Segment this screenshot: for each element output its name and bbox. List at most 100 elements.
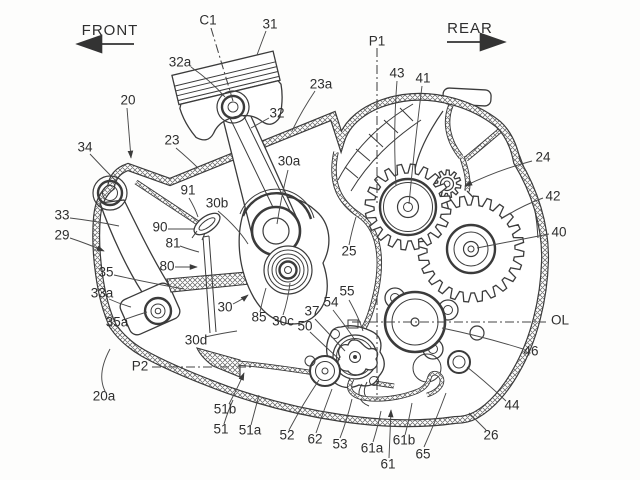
pump-sprocket-hub (315, 361, 335, 381)
ref-label-30d: 30d (185, 333, 208, 348)
dome-rib (414, 110, 444, 170)
lever-paddle-inner (198, 217, 216, 231)
ref-label-FRONT: FRONT (82, 22, 139, 39)
journal-ring (267, 249, 309, 291)
ref-label-55: 55 (339, 284, 354, 299)
pivot-boss-34 (92, 175, 128, 211)
shift-rod-80-81 (202, 235, 217, 334)
ref-label-33a: 33a (91, 286, 114, 301)
ref-label-23a: 23a (310, 77, 333, 92)
ref-label-61: 61 (380, 457, 395, 472)
leader-lines (69, 30, 550, 459)
lever-paddle-91 (193, 212, 221, 236)
ref-label-42: 42 (545, 189, 560, 204)
ref-label-24: 24 (535, 150, 551, 165)
wrist-pin-boss (216, 90, 250, 124)
ref-label-51b: 51b (214, 402, 237, 417)
crankshaft (239, 188, 315, 295)
ref-label-35: 35 (98, 265, 113, 280)
ref-label-20: 20 (120, 93, 135, 108)
lower-boss-35a-pin (154, 307, 162, 315)
ref-label-40: 40 (551, 225, 566, 240)
ref-label-30a: 30a (278, 154, 301, 169)
big-end-outer-arc2 (239, 188, 315, 219)
ref-label-32: 32 (269, 106, 284, 121)
big-end-outer-arc (241, 192, 313, 220)
ref-label-34: 34 (77, 140, 93, 155)
pump-center-dot (353, 355, 357, 359)
ref-label-90: 90 (152, 220, 167, 235)
lower-boss-35a (143, 296, 173, 326)
upper-gear-ring-inner (383, 182, 433, 232)
ref-label-23: 23 (164, 133, 179, 148)
pump-bolt (369, 376, 379, 386)
centerlines (152, 27, 546, 400)
oil-pump-assembly (304, 319, 385, 407)
ref-label-30: 30 (217, 300, 232, 315)
ref-label-62: 62 (307, 432, 322, 447)
crank-pin (262, 217, 290, 245)
ref-label-29: 29 (54, 228, 69, 243)
journal-core-85 (278, 260, 298, 280)
direction-arrows (75, 32, 507, 54)
ref-label-P2: P2 (132, 359, 149, 374)
ladder-arc-inner (350, 119, 422, 192)
ref-label-32a: 32a (169, 55, 192, 70)
ref-label-31: 31 (262, 17, 277, 32)
ladder-rungs (344, 107, 414, 179)
ref-label-91: 91 (180, 183, 195, 198)
large-gear-center (467, 245, 475, 253)
ref-label-80: 80 (159, 259, 174, 274)
upper-gear-41-43 (364, 163, 452, 251)
journal-ring (271, 253, 305, 287)
ref-label-61b: 61b (393, 433, 416, 448)
plug-boss-bore (452, 355, 466, 369)
ref-label-41: 41 (415, 71, 430, 86)
ref-label-REAR: REAR (447, 20, 493, 37)
cylinder-axis-C1 (210, 27, 234, 102)
journal-ring (275, 257, 301, 283)
plug-boss-44 (447, 350, 471, 374)
pump-bolt (330, 329, 340, 339)
ladder-arc-outer (337, 103, 414, 181)
pivot-boss-34-bore (102, 185, 118, 201)
ref-label-35a: 35a (106, 315, 129, 330)
ref-label-37: 37 (304, 304, 319, 319)
large-gear-hub-ring (445, 223, 497, 275)
ref-label-43: 43 (389, 66, 404, 81)
ref-label-44: 44 (504, 398, 520, 413)
pump-top-bolt (347, 319, 359, 329)
wrist-pin (220, 94, 246, 120)
ref-label-C1: C1 (199, 13, 216, 28)
ref-label-85: 85 (251, 310, 266, 325)
ref-label-30c: 30c (272, 314, 294, 329)
journal-center (284, 266, 292, 274)
upper-gear-ring (378, 177, 438, 237)
output-boss-cluster (383, 287, 485, 383)
lower-boss-35a-bore (150, 303, 166, 319)
ref-label-46: 46 (523, 344, 538, 359)
ref-label-OL: OL (551, 313, 570, 328)
wrist-pin-bore (227, 101, 239, 113)
small-boss (469, 325, 485, 341)
ref-label-50: 50 (297, 319, 312, 334)
ref-label-30b: 30b (206, 196, 229, 211)
pump-sprocket-52 (309, 355, 341, 387)
wall-wedge (196, 347, 241, 378)
large-gear-ring (453, 231, 489, 267)
idler-gear-hub (439, 176, 455, 192)
ref-label-61a: 61a (361, 441, 384, 456)
pump-inner-rotor-37-50 (337, 339, 379, 376)
ref-label-54: 54 (323, 295, 339, 310)
ref-label-25: 25 (341, 244, 356, 259)
upper-gear-center (403, 202, 413, 212)
pump-sprocket-center (321, 367, 329, 375)
ref-label-52: 52 (279, 428, 294, 443)
large-gear-shaft (462, 240, 480, 258)
gear-train (364, 163, 525, 303)
left-linkage (92, 175, 261, 336)
small-bolt-62 (304, 355, 316, 367)
